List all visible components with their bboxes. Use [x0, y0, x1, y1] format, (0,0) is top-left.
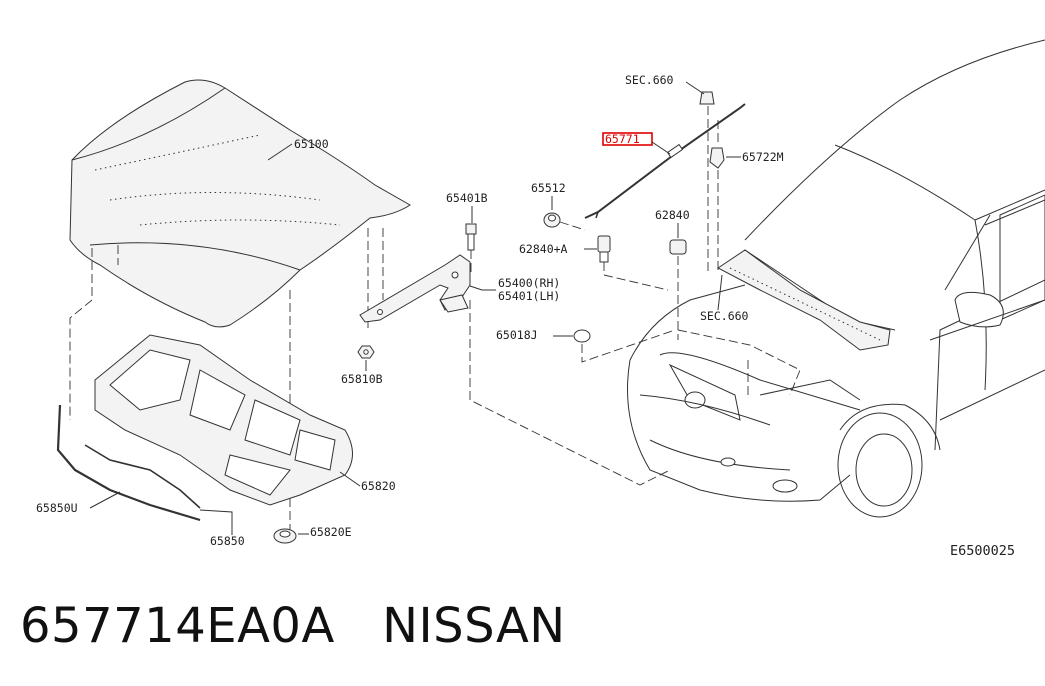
dash-65512: [559, 221, 586, 231]
leader-sec660-top: [685, 81, 705, 95]
label-65512: 65512: [531, 181, 566, 195]
nut-65810b: [357, 345, 375, 359]
hood-hinge: [359, 254, 471, 323]
vehicle-outline: [627, 39, 1045, 518]
figure-code: E6500025: [950, 543, 1016, 559]
label-62840a: 62840+A: [519, 242, 568, 256]
dash-hinge-to-car: [469, 300, 671, 486]
caption-part-number: 657714EA0A: [20, 598, 335, 654]
bolt-65401b: [465, 223, 477, 251]
label-65401lh: 65401(LH): [498, 289, 560, 303]
leader-65850u: [89, 491, 121, 509]
leader-sec660-cowl: [717, 274, 723, 311]
highlight-box-65771: [602, 132, 653, 146]
leader-65771: [651, 141, 671, 155]
caption-brand: NISSAN: [382, 598, 566, 654]
label-62840: 62840: [655, 208, 690, 222]
label-65100: 65100: [294, 137, 329, 151]
dash-65018j: [581, 329, 676, 363]
plug-65018j: [573, 329, 591, 343]
label-65401b: 65401B: [446, 191, 488, 205]
leader-65820: [339, 471, 361, 487]
label-65810b: 65810B: [341, 372, 383, 386]
label-65850: 65850: [210, 534, 245, 548]
label-sec660-top: SEC.660: [625, 73, 674, 87]
hood-insulator: [94, 334, 353, 506]
label-65771: 65771: [605, 132, 640, 146]
label-65850u: 65850U: [36, 501, 78, 515]
label-65018j: 65018J: [496, 328, 538, 342]
leader-65850: [199, 509, 233, 535]
clip-65722m: [709, 147, 725, 169]
label-65722m: 65722M: [742, 150, 784, 164]
dash-hood-left: [69, 248, 93, 420]
leader-65100: [267, 143, 293, 161]
caption: 657714EA0A NISSAN: [20, 598, 566, 654]
dash-62840a: [603, 262, 669, 291]
leader-hinge: [469, 285, 496, 291]
label-65820e: 65820E: [310, 525, 352, 539]
clip-sec660-top: [699, 91, 715, 105]
clip-62840a: [597, 235, 611, 263]
hood-panel: [69, 79, 411, 328]
label-65820: 65820: [361, 479, 396, 493]
label-65400rh: 65400(RH): [498, 276, 560, 290]
clip-65820e: [273, 528, 297, 544]
hood-support-rod: [584, 103, 746, 219]
label-sec660-cowl: SEC.660: [700, 309, 749, 323]
seal-strip: [56, 404, 201, 522]
bumper-62840: [669, 239, 687, 255]
grommet-65512: [543, 212, 561, 228]
